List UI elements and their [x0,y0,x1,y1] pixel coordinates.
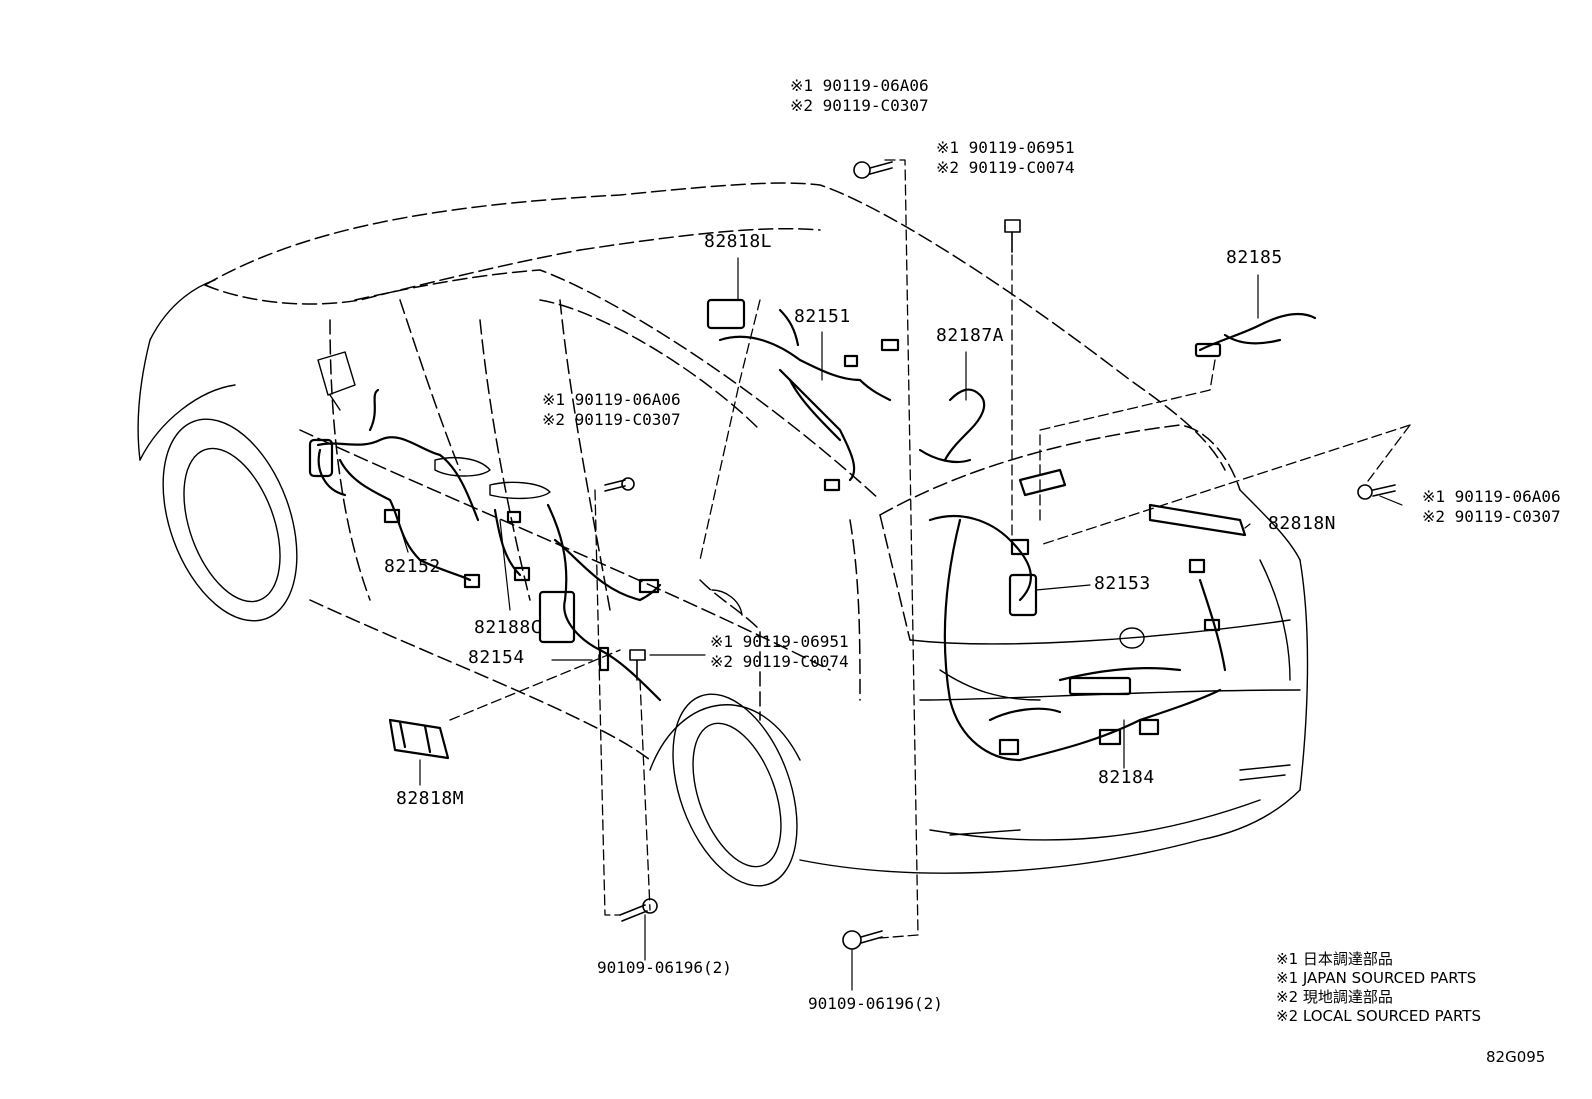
fastener-label-bottom-left[interactable]: 90109-06196(2) [597,958,732,977]
vehicle-body-outline [204,182,1241,761]
fastener-line: ※2 90119-C0074 [936,158,1075,177]
legend-line: ※1 日本調達部品 [1276,950,1393,968]
fastener-line: ※1 90119-06A06 [542,390,681,409]
part-label-82154[interactable]: 82154 [468,647,525,668]
part-label-82818N[interactable]: 82818N [1268,513,1337,534]
fastener-line: ※2 90119-C0074 [710,652,849,671]
fastener-label-top-right[interactable]: ※1 90119-06951 ※2 90119-C0074 [936,138,1075,178]
part-label-82188C[interactable]: 82188C [474,617,543,638]
part-label-82185[interactable]: 82185 [1226,247,1283,268]
fastener-line: ※2 90119-C0307 [790,96,929,115]
fastener-line: ※1 90119-06A06 [1422,487,1561,506]
fastener-label-mid-left[interactable]: ※1 90119-06A06 ※2 90119-C0307 [542,390,681,430]
part-label-82153[interactable]: 82153 [1094,573,1151,594]
fastener-label-bottom-mid[interactable]: 90109-06196(2) [808,994,943,1013]
bolt-icons [604,161,1396,950]
sourcing-legend: ※1 日本調達部品 ※1 JAPAN SOURCED PARTS ※2 現地調達… [1276,950,1481,1026]
diagram-code: 82G095 [1486,1048,1546,1066]
fastener-label-top-left[interactable]: ※1 90119-06A06 ※2 90119-C0307 [790,76,929,116]
fastener-label-lower-mid[interactable]: ※1 90119-06951 ※2 90119-C0074 [710,632,849,672]
fastener-line: ※2 90119-C0307 [542,410,681,429]
part-label-82818M[interactable]: 82818M [396,788,465,809]
part-label-82818L[interactable]: 82818L [704,231,773,252]
part-label-82187A[interactable]: 82187A [936,325,1005,346]
part-label-82152[interactable]: 82152 [384,556,441,577]
legend-line: ※2 LOCAL SOURCED PARTS [1276,1007,1481,1025]
fastener-label-right-side[interactable]: ※1 90119-06A06 ※2 90119-C0307 [1422,487,1561,527]
fastener-line: ※1 90119-06A06 [790,76,929,95]
fastener-line: ※1 90119-06951 [710,632,849,651]
part-label-82151[interactable]: 82151 [794,306,851,327]
part-label-82184[interactable]: 82184 [1098,767,1155,788]
fastener-line: ※1 90119-06951 [936,138,1075,157]
leader-lines [397,257,1403,991]
wire-harnesses [308,298,1317,762]
legend-line: ※1 JAPAN SOURCED PARTS [1276,969,1477,987]
assembly-dashed-lines [449,159,1411,939]
fastener-line: ※2 90119-C0307 [1422,507,1561,526]
vehicle-solid-lines [137,279,1309,887]
legend-line: ※2 現地調達部品 [1276,988,1393,1006]
